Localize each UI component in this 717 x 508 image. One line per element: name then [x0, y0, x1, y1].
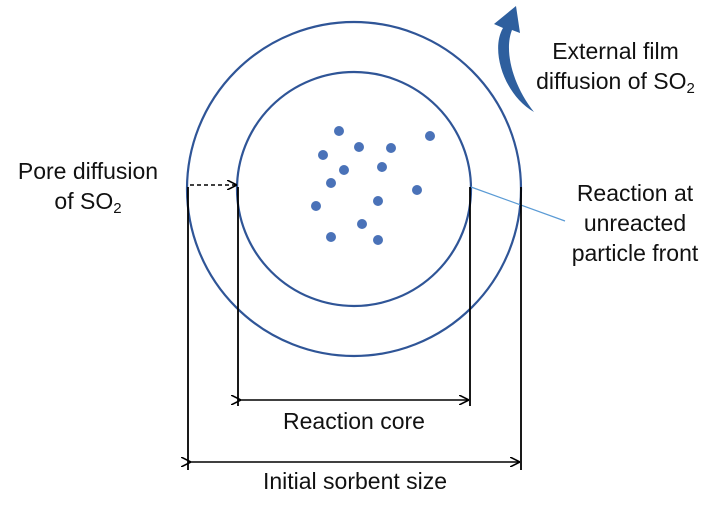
particle-dots [311, 126, 435, 245]
pore-diffusion-line2: of SO2 [8, 186, 168, 216]
reaction-front-line1: Reaction at [576, 180, 694, 206]
initial-sorbent-size-label: Initial sorbent size [262, 468, 448, 494]
particle-dot [377, 162, 387, 172]
reaction-front-line2: unreacted [583, 210, 687, 236]
particle-dot [318, 150, 328, 160]
particle-dot [326, 178, 336, 188]
external-film-line2-text: diffusion of SO [536, 68, 687, 94]
particle-dot [386, 143, 396, 153]
particle-dot [326, 232, 336, 242]
particle-dot [412, 185, 422, 195]
reaction-front-label: Reaction at unreacted particle front [560, 178, 710, 268]
reaction-core-circle [235, 70, 473, 308]
particle-dot [357, 219, 367, 229]
curved-arrow-icon [494, 6, 534, 112]
particle-dot [334, 126, 344, 136]
particle-dot [425, 131, 435, 141]
pore-diffusion-line2-text: of SO [54, 188, 114, 214]
particle-dot [373, 235, 383, 245]
reaction-front-leader-line [470, 186, 566, 222]
particle-dot [373, 196, 383, 206]
external-film-line2: diffusion of SO2 [528, 66, 703, 96]
particle-dot [339, 165, 349, 175]
reaction-core-label: Reaction core [283, 408, 425, 434]
pore-diffusion-subscript: 2 [113, 200, 122, 217]
external-film-label: External film diffusion of SO2 [528, 36, 703, 96]
particle-dot [354, 142, 364, 152]
pore-diffusion-line1: Pore diffusion [17, 158, 159, 184]
external-film-subscript: 2 [686, 80, 695, 97]
external-film-line1: External film [552, 38, 679, 64]
particle-dot [311, 201, 321, 211]
pore-diffusion-label: Pore diffusion of SO2 [8, 156, 168, 216]
reaction-front-line3: particle front [571, 240, 699, 266]
